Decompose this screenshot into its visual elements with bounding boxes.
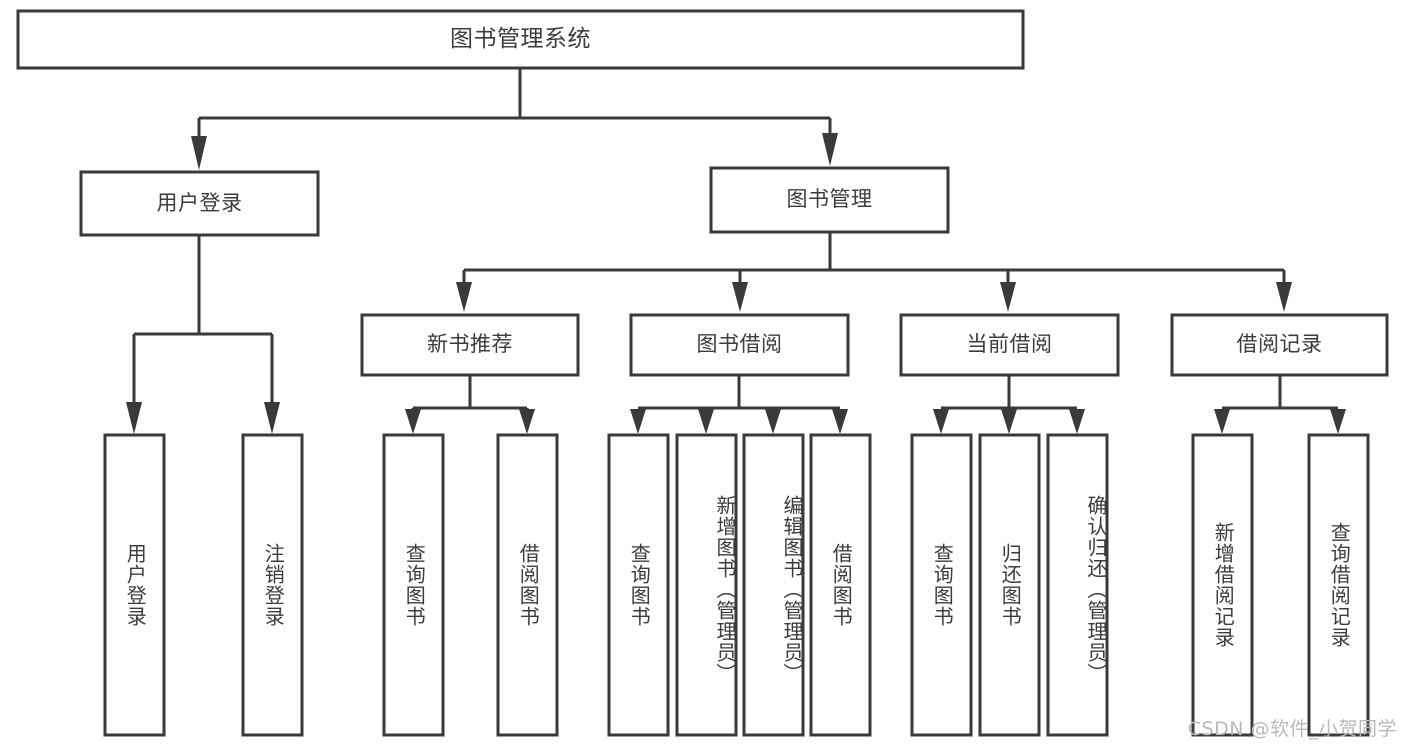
arrow-head-leaf-add-book bbox=[698, 409, 714, 434]
node-leaf-borrow-book-2-box[interactable] bbox=[809, 433, 872, 737]
arrow-head-leaf-return-book bbox=[1001, 409, 1017, 434]
node-leaf-user-login-box[interactable] bbox=[103, 433, 166, 737]
node-user-login-box[interactable] bbox=[79, 170, 320, 237]
node-leaf-add-record-box[interactable] bbox=[1191, 433, 1254, 737]
node-leaf-query-record-box[interactable] bbox=[1307, 433, 1370, 737]
node-book-management-box[interactable] bbox=[709, 166, 950, 234]
node-root-box[interactable] bbox=[16, 9, 1025, 70]
arrow-head-leaf-query-record bbox=[1330, 409, 1346, 434]
node-leaf-query-book-3-box[interactable] bbox=[910, 433, 973, 737]
node-leaf-add-book-box[interactable] bbox=[675, 433, 738, 737]
arrow-head-leaf-edit-book bbox=[765, 409, 781, 434]
arrow-head-user-login bbox=[191, 136, 207, 170]
arrow-head-borrow-record bbox=[1276, 282, 1292, 312]
arrow-head-leaf-query-book-1 bbox=[405, 409, 421, 434]
arrow-head-book-mgmt bbox=[822, 133, 838, 166]
arrow-head-leaf-user-login bbox=[126, 402, 142, 434]
node-leaf-query-book-1-box[interactable] bbox=[382, 433, 445, 737]
node-new-book-box[interactable] bbox=[360, 313, 580, 377]
arrow-head-leaf-query-book-3 bbox=[933, 409, 949, 434]
arrow-head-leaf-query-book-2 bbox=[630, 409, 646, 434]
arrow-head-new-book bbox=[456, 282, 472, 312]
arrow-head-leaf-confirm-return bbox=[1069, 409, 1085, 434]
node-leaf-logout-box[interactable] bbox=[241, 433, 304, 737]
node-leaf-query-book-2-box[interactable] bbox=[607, 433, 670, 737]
arrow-head-leaf-borrow-book-1 bbox=[519, 409, 535, 434]
node-leaf-confirm-return-box[interactable] bbox=[1046, 433, 1109, 737]
node-leaf-borrow-book-1-box[interactable] bbox=[496, 433, 559, 737]
arrow-head-current-borrow bbox=[1000, 282, 1016, 312]
arrow-head-leaf-logout bbox=[264, 402, 280, 434]
arrow-head-book-borrow bbox=[732, 282, 748, 312]
node-borrow-record-box[interactable] bbox=[1170, 313, 1389, 377]
arrow-head-leaf-add-record bbox=[1214, 409, 1230, 434]
arrow-head-leaf-borrow-book-2 bbox=[832, 409, 848, 434]
node-book-borrow-box[interactable] bbox=[629, 313, 850, 377]
node-leaf-edit-book-box[interactable] bbox=[742, 433, 805, 737]
node-current-borrow-box[interactable] bbox=[899, 313, 1120, 377]
node-leaf-return-book-box[interactable] bbox=[978, 433, 1041, 737]
